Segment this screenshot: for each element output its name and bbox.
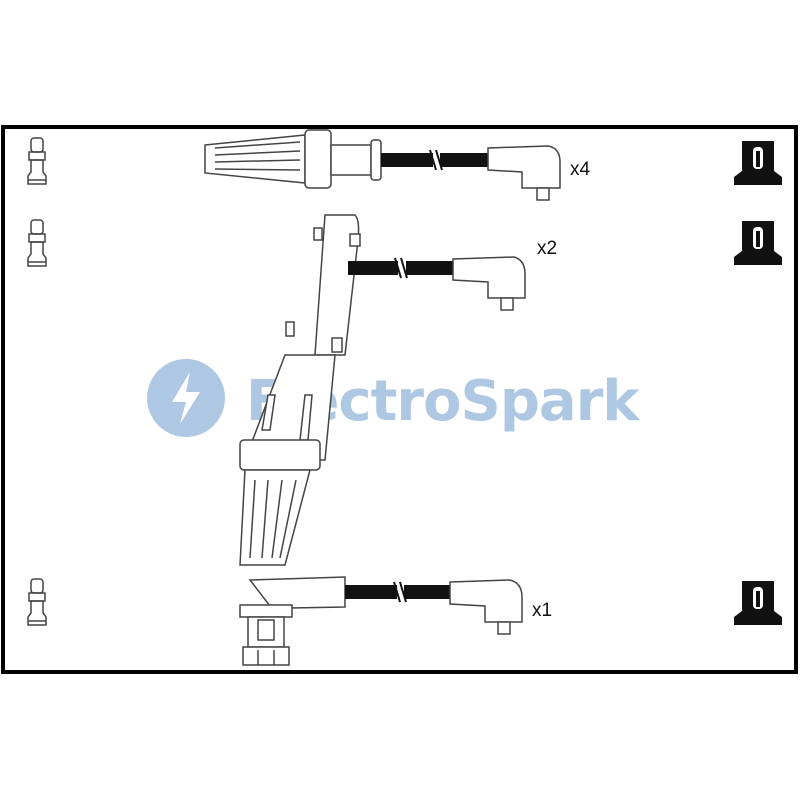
- lead-3: x1: [239, 576, 552, 666]
- diagram-frame: [1, 125, 798, 674]
- plug-terminal-icon: [27, 219, 47, 267]
- plug-terminal-icon: [27, 578, 47, 626]
- lead-1: x4: [204, 129, 591, 201]
- lead-2: x2: [239, 214, 557, 566]
- coil-cap-icon: [734, 581, 782, 625]
- ignition-cable: [348, 257, 453, 279]
- lead-2-quantity: x2: [537, 238, 557, 259]
- angled-coil-boot: [449, 579, 523, 635]
- angled-coil-boot: [452, 256, 526, 311]
- plug-terminal-icon: [27, 137, 47, 185]
- lightning-bolt-icon-glyph: [172, 372, 200, 424]
- ignition-cable: [381, 149, 488, 171]
- ignition-cable: [345, 581, 450, 603]
- coil-cap-icon: [734, 141, 782, 185]
- angled-coil-boot: [487, 145, 561, 201]
- long-plug-boot: [239, 214, 361, 566]
- coil-cap-icon: [734, 221, 782, 265]
- coil-connector-boot: [239, 576, 346, 666]
- straight-plug-boot: [204, 129, 382, 189]
- lead-3-quantity: x1: [532, 600, 552, 621]
- lead-1-quantity: x4: [570, 159, 591, 180]
